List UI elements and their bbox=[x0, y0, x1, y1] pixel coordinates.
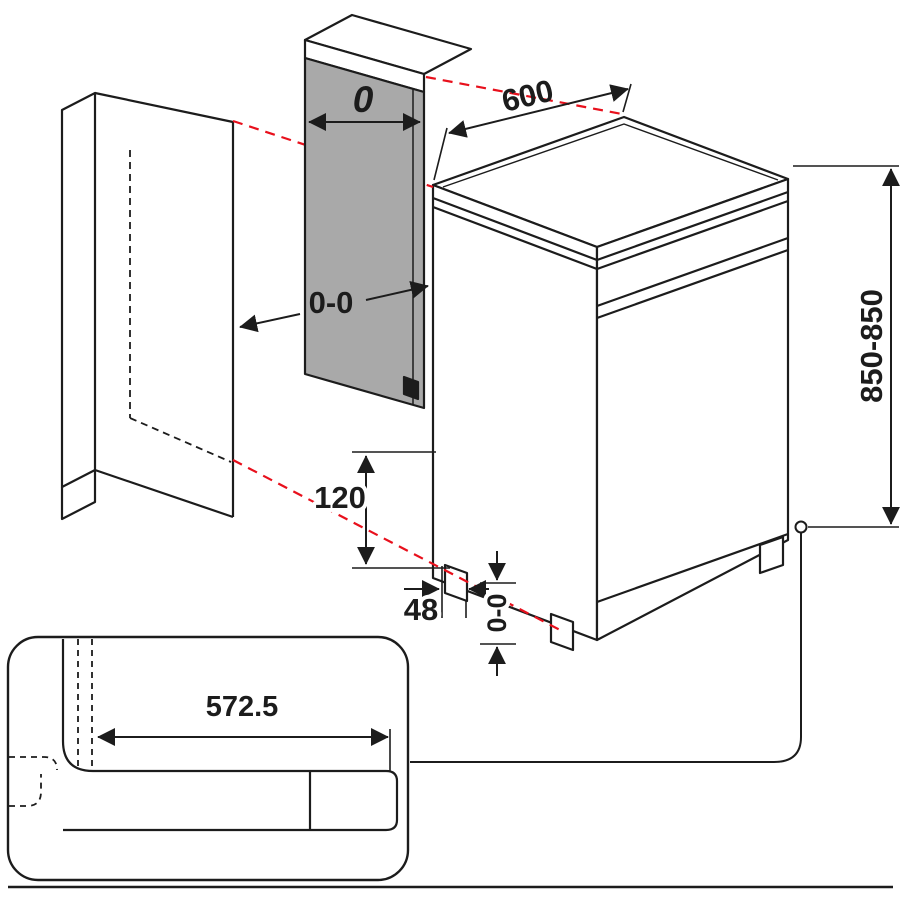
appliance-worktop-line-1 bbox=[432, 190, 789, 262]
appliance-control-band-top bbox=[596, 236, 789, 308]
dim-side-clearance bbox=[239, 280, 429, 333]
dim-arrow-left bbox=[239, 313, 301, 333]
projection-line-bottom bbox=[232, 459, 561, 631]
appliance-kick-line bbox=[596, 532, 789, 604]
label-foot-adjustment: 0-0 bbox=[482, 593, 512, 632]
inset-plinth-bar bbox=[63, 769, 399, 832]
inset-panel-corner bbox=[61, 639, 94, 773]
dim-line bbox=[448, 84, 629, 138]
detail-leader-line bbox=[410, 533, 802, 763]
label-foot-inset: 48 bbox=[404, 592, 438, 627]
gray-side-panel bbox=[303, 13, 473, 410]
dim-appliance-width bbox=[433, 83, 632, 181]
cabinet-hidden-edges bbox=[129, 150, 232, 463]
label-appliance-width: 600 bbox=[498, 73, 556, 119]
inset-hidden-wall-top bbox=[9, 756, 58, 771]
appliance-front-face bbox=[595, 177, 790, 642]
detail-callout-point bbox=[794, 520, 808, 534]
panel-foot bbox=[402, 375, 420, 401]
dim-foot-adjustment bbox=[480, 551, 516, 676]
cabinet-floor-edge bbox=[94, 468, 234, 519]
cabinet-base bbox=[60, 470, 97, 521]
appliance-control-band-bottom bbox=[596, 248, 789, 320]
inset-border bbox=[6, 635, 410, 882]
label-plinth-height: 120 bbox=[314, 480, 366, 515]
label-panel-thickness: 0 bbox=[353, 79, 374, 120]
dimension-labels: 0 600 0-0 120 48 0-0 850-850 572.5 bbox=[206, 73, 889, 723]
appliance bbox=[431, 115, 790, 652]
cabinet-outline bbox=[60, 91, 235, 521]
detail-inset bbox=[6, 635, 410, 882]
panel-main-face bbox=[303, 56, 426, 410]
dim-height bbox=[793, 165, 900, 534]
cabinet-front-strip bbox=[60, 91, 97, 489]
dimensions bbox=[239, 83, 900, 676]
label-detail-depth: 572.5 bbox=[206, 691, 279, 723]
dim-plinth-height bbox=[352, 451, 450, 569]
label-side-clearance: 0-0 bbox=[309, 285, 354, 320]
cabinet-inner-top-edge bbox=[94, 91, 234, 124]
appliance-foot-front bbox=[549, 612, 575, 652]
dim-arrow-right bbox=[365, 280, 429, 301]
label-appliance-height: 850-850 bbox=[854, 289, 889, 403]
appliance-foot-right bbox=[758, 535, 785, 575]
appliance-worktop-line-2 bbox=[432, 199, 789, 271]
dim-foot-inset bbox=[404, 566, 489, 618]
dim-detail-depth bbox=[97, 728, 391, 771]
